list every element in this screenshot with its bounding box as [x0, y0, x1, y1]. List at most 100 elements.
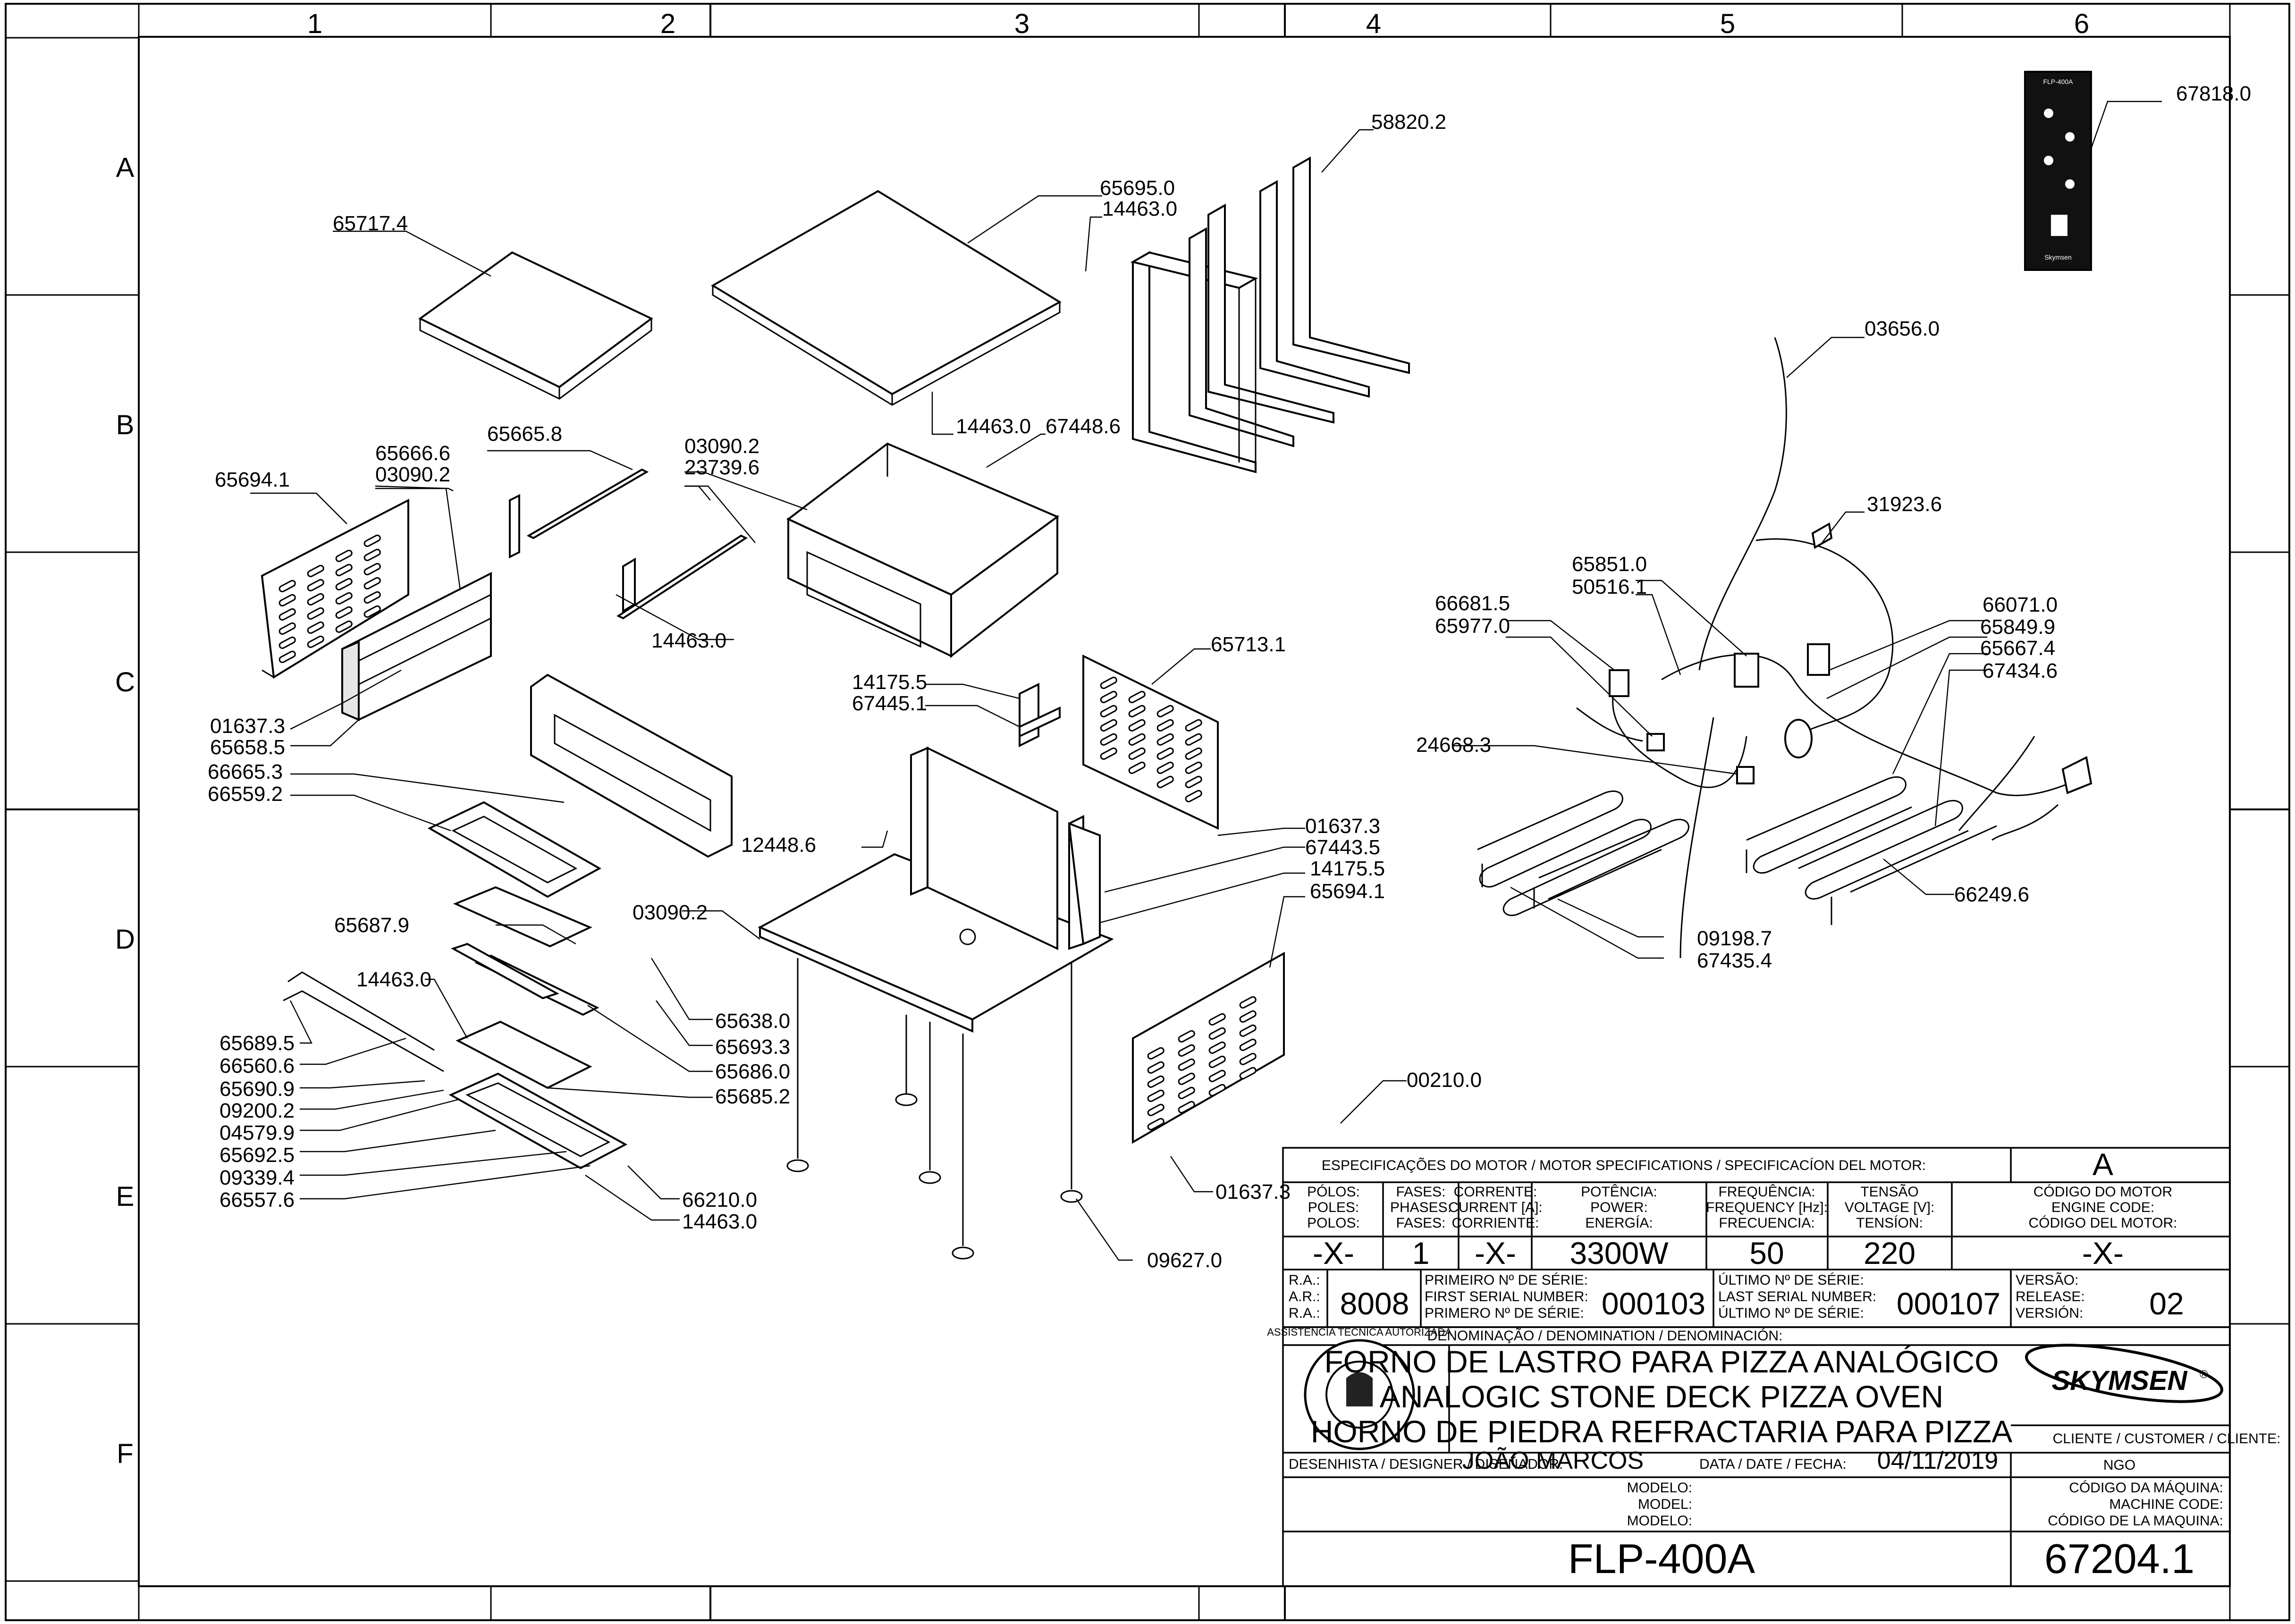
- part-feet: [786, 958, 1083, 1260]
- part-callout: 03090.2: [633, 901, 708, 924]
- louver-slot: [363, 548, 381, 561]
- louver-slot: [1128, 747, 1146, 760]
- brand-logo-text: SKYMSEN: [2052, 1365, 2188, 1396]
- louver-slot: [1208, 1013, 1226, 1026]
- current-label: CURRENT [A]:: [1448, 1200, 1542, 1215]
- louver-slot: [1100, 676, 1117, 689]
- louver-slot: [1178, 1072, 1195, 1085]
- louver-slot: [363, 577, 381, 589]
- engine-code-label: CÓDIGO DEL MOTOR:: [2028, 1215, 2177, 1231]
- part-callout: 58820.2: [1371, 110, 1446, 134]
- part-callout: 09200.2: [219, 1099, 295, 1122]
- model-value: FLP-400A: [1568, 1535, 1755, 1582]
- power-value: 3300W: [1569, 1236, 1669, 1271]
- panel-brand-label: Skymsen: [2044, 253, 2072, 261]
- louver-slot: [278, 622, 296, 635]
- part-callout: 67445.1: [852, 692, 927, 715]
- engine-code-label: CÓDIGO DO MOTOR: [2033, 1184, 2172, 1200]
- leader-lines: [250, 101, 2162, 1261]
- zone-row-label: B: [116, 410, 135, 440]
- part-electrical-harness: [1576, 337, 2092, 959]
- part-callout: 65689.5: [219, 1032, 295, 1055]
- louver-slot: [1178, 1086, 1195, 1099]
- louver-slot: [1239, 1024, 1257, 1037]
- louver-slot: [1100, 690, 1117, 703]
- client-value: NGO: [2103, 1457, 2135, 1473]
- louver-slot: [1208, 1041, 1226, 1054]
- part-bracket-67445: [1019, 682, 1061, 748]
- louver-slot: [1100, 719, 1117, 732]
- part-callout: 03656.0: [1865, 317, 1940, 340]
- part-callout: 24668.3: [1416, 733, 1491, 757]
- part-callout: 65717.4: [333, 212, 408, 235]
- louver-slot: [278, 580, 296, 592]
- zone-row-label: E: [116, 1181, 135, 1212]
- louver-slot: [307, 579, 324, 591]
- phases-label: FASES:: [1396, 1215, 1445, 1231]
- part-side-panel-right-top: [1082, 654, 1219, 830]
- louver-slot: [1239, 1010, 1257, 1023]
- poles-value: -X-: [1313, 1236, 1354, 1271]
- machine-code-label: CÓDIGO DA MÁQUINA:: [2069, 1480, 2223, 1496]
- last-serial-label: ÚLTIMO Nº DE SÉRIE:: [1718, 1272, 1864, 1288]
- louver-slot: [335, 592, 353, 605]
- part-callout: 65849.9: [1980, 615, 2055, 639]
- louver-slot: [363, 563, 381, 575]
- louver-slot: [1156, 733, 1174, 746]
- part-side-panel-right-bottom: [1132, 951, 1285, 1144]
- ra-label: R.A.:: [1289, 1305, 1320, 1321]
- zone-column-label: 3: [1014, 8, 1029, 39]
- louver-slot: [335, 549, 353, 562]
- louver-slot: [1239, 996, 1257, 1009]
- version-label: RELEASE:: [2016, 1289, 2085, 1304]
- authorized-service-seal: ASSISTÊNCIA TÉCNICA AUTORIZADA: [1267, 1326, 1452, 1450]
- part-callout: 65694.1: [215, 468, 290, 491]
- motor-spec-header: ESPECIFICAÇÕES DO MOTOR / MOTOR SPECIFIC…: [1322, 1157, 1926, 1173]
- louver-slot: [1178, 1058, 1195, 1071]
- part-callout: 14175.5: [1310, 857, 1385, 880]
- part-callout: 65692.5: [219, 1144, 295, 1167]
- part-callout: 03090.2: [684, 435, 759, 458]
- part-callout: 04579.9: [219, 1121, 295, 1144]
- part-callout: 67443.5: [1305, 836, 1380, 859]
- part-callout: 66210.0: [682, 1188, 757, 1212]
- part-callout: 65665.8: [487, 422, 562, 446]
- louver-slot: [1100, 733, 1117, 746]
- part-callout: 65851.0: [1572, 553, 1647, 576]
- louver-slot: [1147, 1118, 1164, 1130]
- seal-text: ASSISTÊNCIA TÉCNICA AUTORIZADA: [1267, 1326, 1452, 1338]
- part-callout: 65685.2: [715, 1085, 790, 1108]
- model-label: MODEL:: [1638, 1497, 1692, 1512]
- date-value: 04/11/2019: [1877, 1447, 1998, 1474]
- part-side-panel-left: [261, 498, 409, 679]
- louver-slot: [1128, 719, 1146, 732]
- louver-slot: [1147, 1089, 1164, 1102]
- part-callout: 09198.7: [1697, 927, 1772, 950]
- louver-group: [278, 534, 381, 663]
- louver-slot: [307, 607, 324, 620]
- part-callout: 66071.0: [1983, 593, 2058, 616]
- louver-slot: [335, 620, 353, 633]
- louver-slot: [278, 636, 296, 649]
- part-callout: 66559.2: [208, 783, 283, 806]
- part-upper-chamber: [786, 442, 1060, 658]
- voltage-label: VOLTAGE [V]:: [1845, 1200, 1935, 1215]
- louver-slot: [1185, 790, 1202, 802]
- power-label: ENERGÍA:: [1585, 1215, 1653, 1231]
- phases-label: FASES:: [1396, 1184, 1445, 1200]
- louver-slot: [1156, 705, 1174, 717]
- louver-slot: [363, 605, 381, 618]
- louver-slot: [1128, 705, 1146, 717]
- part-callout: 66665.3: [208, 760, 283, 783]
- product-name-es: HORNO DE PIEDRA REFRACTARIA PARA PIZZA: [1311, 1414, 2012, 1449]
- zone-rows: A B C D E F: [115, 152, 135, 1469]
- model-label: MODELO:: [1627, 1513, 1692, 1529]
- drawing-frame: [5, 3, 2290, 1621]
- zone-column-label: 6: [2074, 8, 2089, 39]
- louver-group: [1100, 676, 1202, 802]
- motor-letter: A: [2092, 1147, 2113, 1182]
- version-label: VERSIÓN:: [2016, 1305, 2083, 1321]
- machine-code-label: MACHINE CODE:: [2109, 1497, 2223, 1512]
- version-value: 02: [2149, 1286, 2184, 1321]
